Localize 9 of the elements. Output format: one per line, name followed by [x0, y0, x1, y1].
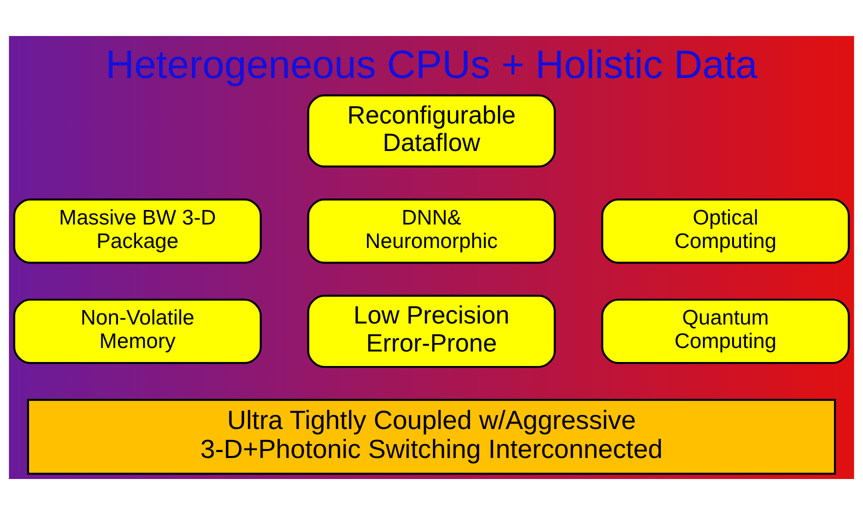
node-box: Massive BW 3-D Package — [13, 198, 262, 264]
node-box: Optical Computing — [601, 198, 850, 264]
node-box: Reconfigurable Dataflow — [307, 94, 556, 168]
node-box: DNN& Neuromorphic — [307, 198, 556, 264]
node-box: Non-Volatile Memory — [13, 298, 262, 364]
node-box: Ultra Tightly Coupled w/Aggressive 3-D+Photonic Switching Interconnected — [27, 398, 836, 475]
node-box: Low Precision Error-Prone — [307, 294, 556, 368]
node-box: Quantum Computing — [601, 298, 850, 364]
diagram-title: Heterogeneous CPUs + Holistic Data — [106, 43, 758, 88]
